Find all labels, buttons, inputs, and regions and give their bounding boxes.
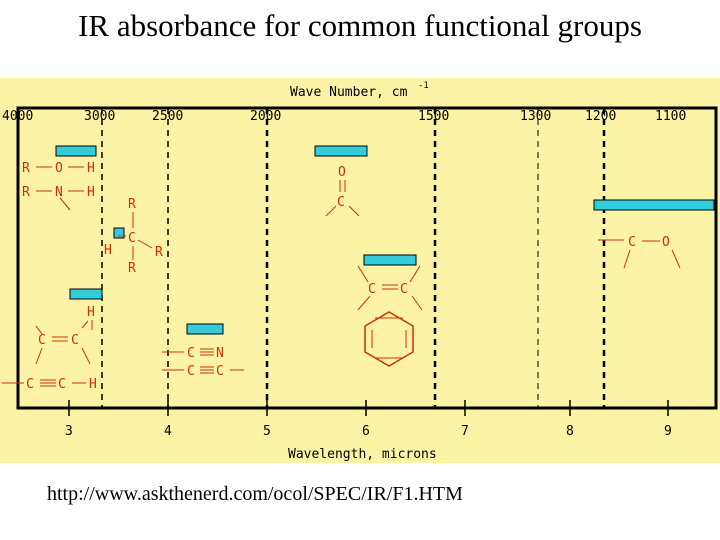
structures: R O H R N H R C H R R H C [2,161,681,392]
svg-text:8: 8 [566,424,574,439]
bottom-axis-label: Wavelength, microns [288,447,437,462]
svg-text:O: O [338,165,346,180]
svg-text:C: C [216,364,224,379]
slide-title: IR absorbance for common functional grou… [78,8,642,43]
svg-text:N: N [216,346,224,361]
band-c-o [593,199,715,211]
svg-text:2500: 2500 [152,109,183,124]
svg-text:C: C [38,333,46,348]
svg-text:R: R [22,185,30,200]
bottom-tick-marks [68,400,669,416]
svg-text:6: 6 [362,424,370,439]
gridlines [101,108,606,408]
top-axis-superscript: -1 [418,81,429,91]
absorption-bands [55,145,715,335]
svg-text:O: O [55,161,63,176]
source-url[interactable]: http://www.askthenerd.com/ocol/SPEC/IR/F… [47,483,463,505]
svg-text:7: 7 [461,424,469,439]
svg-text:H: H [87,161,95,176]
svg-text:C: C [26,377,34,392]
svg-text:4: 4 [164,424,172,439]
svg-text:O: O [662,235,670,250]
svg-text:3: 3 [65,424,73,439]
ir-chart-panel: Wave Number, cm -1 4000 3000 2500 2000 1… [0,78,720,463]
chart-frame [16,106,718,410]
svg-text:R: R [128,261,136,276]
band-alkene [363,254,417,266]
ir-chart: Wave Number, cm -1 4000 3000 2500 2000 1… [2,81,718,462]
band-sp2-ch [69,288,103,300]
svg-text:R: R [128,197,136,212]
top-axis-ticks: 4000 3000 2500 2000 1500 1300 1200 1100 [2,109,686,124]
svg-text:H: H [87,305,95,320]
svg-text:3000: 3000 [84,109,115,124]
svg-text:R: R [22,161,30,176]
svg-text:H: H [104,243,112,258]
band-nitrile [186,323,224,335]
svg-text:R: R [155,245,163,260]
svg-text:9: 9 [664,424,672,439]
svg-text:C: C [71,333,79,348]
svg-text:C: C [58,377,66,392]
svg-text:H: H [87,185,95,200]
band-sp3-ch [113,227,125,239]
svg-text:C: C [628,235,636,250]
band-oh [55,145,97,157]
svg-text:C: C [400,282,408,297]
svg-text:C: C [128,231,136,246]
svg-text:1100: 1100 [655,109,686,124]
top-axis-label: Wave Number, cm [290,85,408,100]
svg-text:C: C [337,195,345,210]
svg-text:2000: 2000 [250,109,281,124]
svg-text:C: C [368,282,376,297]
svg-text:C: C [187,346,195,361]
svg-text:4000: 4000 [2,109,33,124]
svg-text:1500: 1500 [418,109,449,124]
bottom-axis-ticks: 3 4 5 6 7 8 9 [65,424,672,439]
svg-text:1200: 1200 [585,109,616,124]
svg-text:1300: 1300 [520,109,551,124]
svg-text:N: N [55,185,63,200]
band-carbonyl [314,145,368,157]
svg-text:C: C [187,364,195,379]
svg-text:H: H [89,377,97,392]
svg-text:5: 5 [263,424,271,439]
